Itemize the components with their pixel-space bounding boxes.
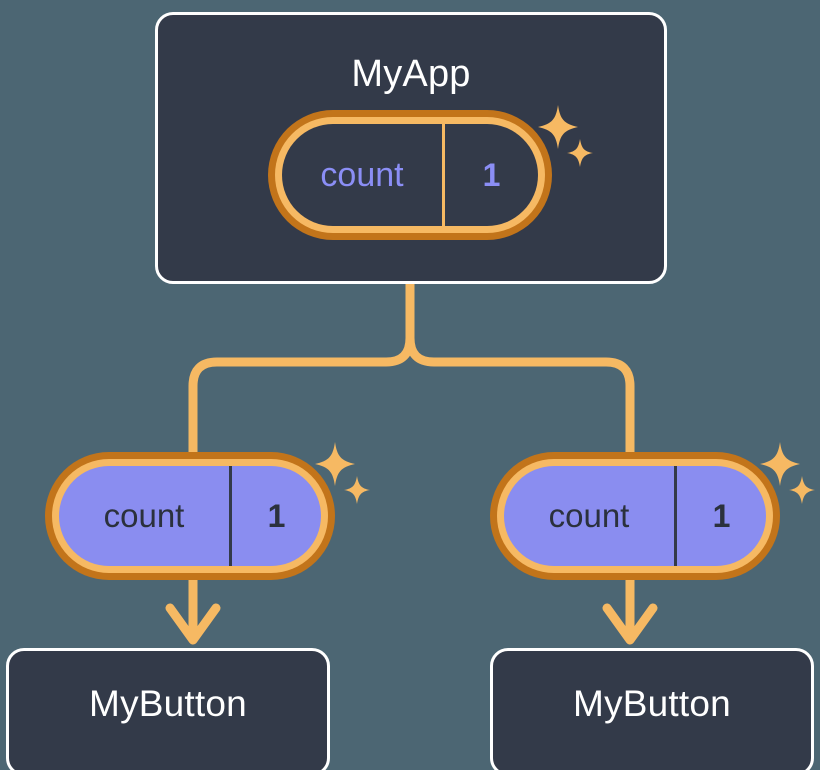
state-pill-button-left-ring: count 1 [52,459,328,573]
branch-connector-path [188,279,415,475]
state-pill-button-left-key: count [103,497,185,534]
state-pill-button-left-value: 1 [229,466,321,566]
state-pill-myapp-value: 1 [442,124,538,226]
state-pill-myapp-body: count 1 [282,124,538,226]
card-myapp-title: MyApp [351,53,471,95]
sparkle-star-small-icon [789,476,815,504]
card-button-left[interactable]: MyButton [6,648,330,770]
state-pill-button-right-key: count [548,497,630,534]
branch-connector-path-right [405,333,635,475]
arrow-down-icon-left [165,576,221,645]
sparkle-star-small-icon [344,476,370,504]
state-pill-myapp[interactable]: count 1 [268,110,552,240]
card-button-right-title: MyButton [573,683,731,724]
arrow-down-icon-right [602,576,658,645]
state-pill-button-left-body: count 1 [59,466,321,566]
state-pill-button-right[interactable]: count 1 [490,452,780,580]
card-button-left-title: MyButton [89,683,247,724]
card-button-right[interactable]: MyButton [490,648,814,770]
state-pill-myapp-key: count [320,155,404,194]
state-pill-button-left[interactable]: count 1 [45,452,335,580]
state-pill-button-right-body: count 1 [504,466,766,566]
state-pill-button-right-value: 1 [674,466,766,566]
state-pill-myapp-ring: count 1 [275,117,545,233]
state-pill-button-right-ring: count 1 [497,459,773,573]
